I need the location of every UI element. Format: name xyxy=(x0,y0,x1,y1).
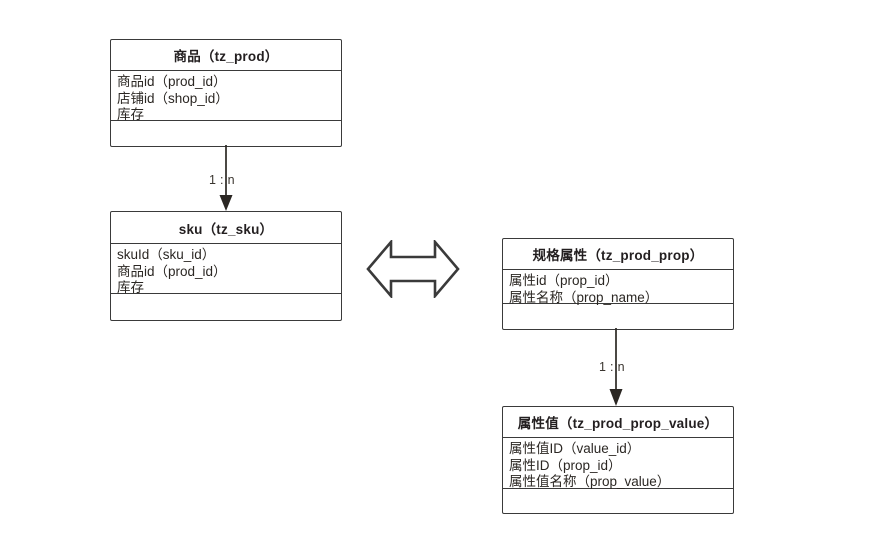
entity-title-prod: 商品（tz_prod） xyxy=(111,40,341,71)
entity-title-prod-prop: 规格属性（tz_prod_prop） xyxy=(503,239,733,270)
entity-box-sku[interactable]: sku（tz_sku） skuId（sku_id） 商品id（prod_id） … xyxy=(110,211,342,321)
attribute-row: 店铺id（shop_id） xyxy=(117,90,229,106)
connector-prod-to-sku xyxy=(206,145,250,215)
entity-attributes-prod-prop-value: 属性值ID（value_id） 属性ID（prop_id） 属性值名称（prop… xyxy=(503,438,733,489)
connector-prop-to-prop-value xyxy=(596,328,640,410)
entity-box-prod[interactable]: 商品（tz_prod） 商品id（prod_id） 店铺id（shop_id） … xyxy=(110,39,342,147)
attribute-row: 属性名称（prop_name） xyxy=(509,289,659,305)
attribute-row: 属性id（prop_id） xyxy=(509,273,619,288)
entity-footer-prod-prop xyxy=(503,304,733,329)
attribute-row: 商品id（prod_id） xyxy=(117,263,227,279)
entity-box-prod-prop-value[interactable]: 属性值（tz_prod_prop_value） 属性值ID（value_id） … xyxy=(502,406,734,514)
entity-footer-prod xyxy=(111,121,341,146)
entity-attributes-prod: 商品id（prod_id） 店铺id（shop_id） 库存 xyxy=(111,71,341,122)
attribute-row: 库存 xyxy=(117,107,144,122)
entity-footer-sku xyxy=(111,294,341,320)
entity-title-prod-prop-value: 属性值（tz_prod_prop_value） xyxy=(503,407,733,438)
attribute-row: 库存 xyxy=(117,280,144,295)
relation-cardinality-prod-sku: 1 : n xyxy=(209,173,235,187)
attribute-row: 属性值名称（prop_value） xyxy=(509,474,671,489)
entity-box-prod-prop[interactable]: 规格属性（tz_prod_prop） 属性id（prop_id） 属性名称（pr… xyxy=(502,238,734,330)
entity-title-sku: sku（tz_sku） xyxy=(111,212,341,244)
attribute-row: 商品id（prod_id） xyxy=(117,74,227,89)
attribute-row: 属性值ID（value_id） xyxy=(509,441,641,456)
attribute-row: 属性ID（prop_id） xyxy=(509,457,622,473)
entity-attributes-sku: skuId（sku_id） 商品id（prod_id） 库存 xyxy=(111,244,341,295)
attribute-row: skuId（sku_id） xyxy=(117,247,216,262)
relation-cardinality-prop-value: 1 : n xyxy=(599,360,625,374)
entity-attributes-prod-prop: 属性id（prop_id） 属性名称（prop_name） xyxy=(503,270,733,305)
double-arrow-icon xyxy=(366,240,460,298)
entity-footer-prod-prop-value xyxy=(503,489,733,513)
